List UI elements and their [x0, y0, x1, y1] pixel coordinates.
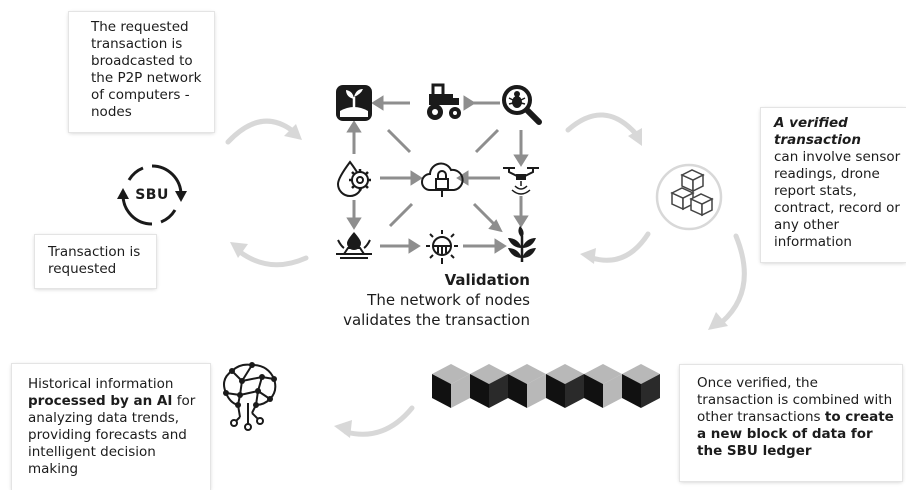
- irrigation-icon: [336, 232, 372, 259]
- verified-transaction-title: A verified transaction: [774, 115, 861, 148]
- sbu-cycle-badge: SBU: [115, 158, 189, 232]
- validation-caption: Validation The network of nodes validate…: [330, 270, 530, 330]
- historical-rest: for analyzing data trends, providing for…: [28, 393, 196, 477]
- pest-search-icon: [502, 85, 542, 125]
- cubes-icon: [655, 163, 723, 231]
- historical-info-box: Historical information processed by an A…: [12, 364, 210, 490]
- validation-description: The network of nodes validates the trans…: [343, 291, 530, 329]
- ledger-block: [508, 364, 546, 408]
- field-sprout-icon: [336, 85, 372, 121]
- ledger-block: [470, 364, 508, 408]
- flow-arrow-broadcast-to-network: [225, 118, 302, 145]
- plant-icon: [508, 226, 536, 262]
- sun-crop-icon: [426, 230, 458, 264]
- brain-network-icon: [223, 362, 277, 431]
- transaction-requested-text: Transaction is requested: [48, 244, 141, 277]
- tractor-icon: [427, 83, 461, 120]
- ledger-block: [622, 364, 660, 408]
- validation-title: Validation: [444, 271, 530, 289]
- drone-icon: [503, 167, 539, 195]
- historical-ai-bold: processed by an AI: [28, 393, 173, 409]
- cloud-lock-icon: [421, 162, 464, 197]
- ledger-blocks: [432, 364, 660, 408]
- ledger-block: [432, 364, 470, 408]
- block-creation-box: Once verified, the transaction is combin…: [680, 365, 902, 481]
- flow-arrow-blocks-to-ai: [334, 405, 415, 438]
- broadcast-text: The requested transaction is broadcasted…: [91, 19, 202, 120]
- node-network-grid: [336, 83, 542, 264]
- sbu-label: SBU: [135, 187, 169, 203]
- verified-transaction-box: A verified transaction can involve senso…: [761, 108, 906, 262]
- flow-arrow-cube-to-network: [580, 231, 651, 264]
- verified-transaction-body: can involve sensor readings, drone repor…: [774, 149, 901, 250]
- flow-arrow-network-to-cube: [565, 112, 642, 146]
- flow-arrow-cube-to-blocks: [708, 233, 747, 330]
- ledger-block: [546, 364, 584, 408]
- transaction-requested-box: Transaction is requested: [35, 235, 156, 288]
- ledger-block: [584, 364, 622, 408]
- flow-arrow-network-to-requested: [230, 242, 309, 268]
- block-creation-intro: Once verified, the transaction is combin…: [697, 375, 893, 425]
- historical-intro: Historical information: [28, 376, 174, 392]
- block-creation-bold: to create a new block of data for the SB…: [697, 409, 894, 459]
- water-drop-gear-icon: [336, 160, 371, 197]
- refresh-cycle-icon: [117, 164, 187, 226]
- broadcast-info-box: The requested transaction is broadcasted…: [69, 12, 214, 132]
